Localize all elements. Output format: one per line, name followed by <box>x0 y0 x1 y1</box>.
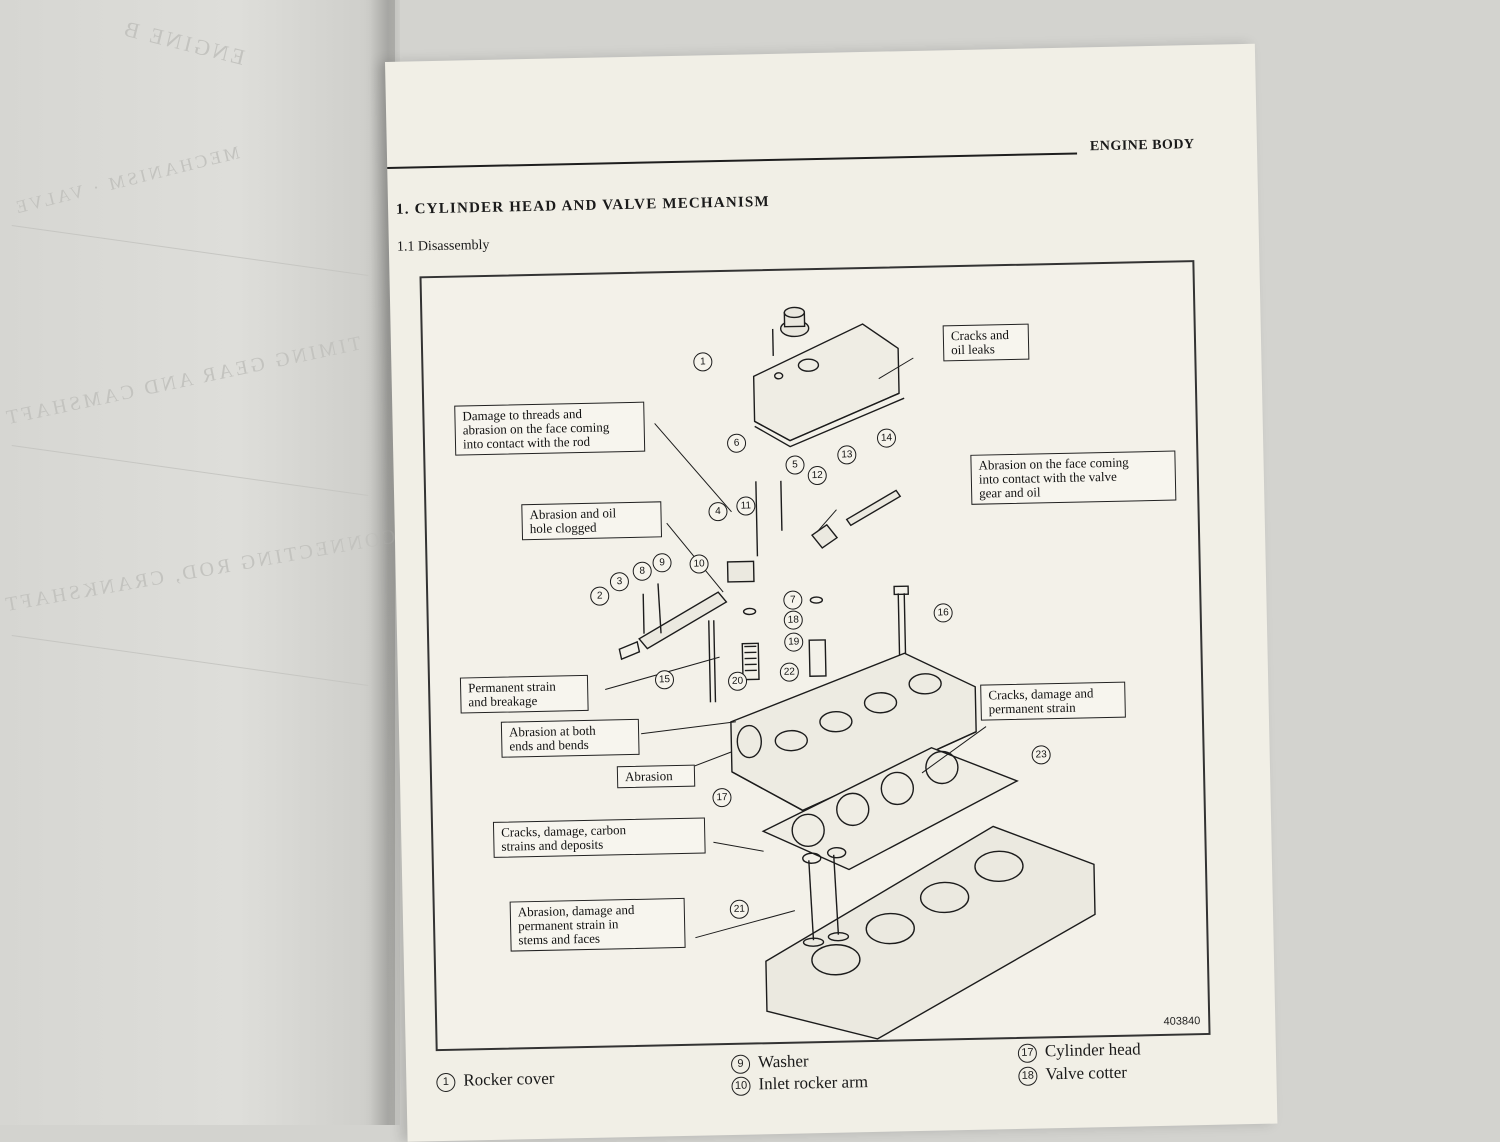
callout-abrasion-oil-hole: Abrasion and oil hole clogged <box>521 501 663 541</box>
left-page-bleed-through: ENGINE B <box>118 15 248 70</box>
cylinder-head-drawing <box>605 306 1096 1040</box>
left-page: ENGINE B MECHANISM · VALVE TIMING GEAR A… <box>0 0 398 1125</box>
callout-damage-threads: Damage to threads and abrasion on the fa… <box>454 401 646 456</box>
running-header: ENGINE BODY <box>1089 137 1195 155</box>
legend-label: Washer <box>757 1051 809 1072</box>
callout-abrasion-stems: Abrasion, damage and permanent strain in… <box>509 897 686 952</box>
callout-abrasion-valve-gear: Abrasion on the face coming into contact… <box>970 450 1177 505</box>
legend-item-washer: 9 Washer <box>730 1051 809 1074</box>
legend-number: 18 <box>1018 1066 1038 1086</box>
left-page-bleed-through: TIMING GEAR AND CAMSHAFT <box>1 332 363 430</box>
callout-permanent-strain-breakage: Permanent strain and breakage <box>459 674 589 714</box>
legend-number: 9 <box>730 1054 751 1074</box>
legend-label: Valve cotter <box>1045 1062 1128 1084</box>
right-page: ENGINE BODY 1. CYLINDER HEAD AND VALVE M… <box>385 43 1278 1142</box>
legend-label: Rocker cover <box>463 1068 555 1090</box>
legend-number: 10 <box>731 1076 751 1096</box>
legend-item-cylinder-head: 17 Cylinder head <box>1017 1039 1141 1063</box>
left-page-bleed-through: MECHANISM · VALVE <box>10 142 242 218</box>
legend-label: Cylinder head <box>1044 1039 1141 1061</box>
legend-item-rocker-cover: 1 Rocker cover <box>436 1068 555 1093</box>
legend-number: 17 <box>1017 1043 1038 1063</box>
exploded-diagram: Cracks and oil leaks Damage to threads a… <box>419 260 1211 1052</box>
figure-number: 403840 <box>1163 1015 1201 1028</box>
callout-abrasion: Abrasion <box>616 764 696 789</box>
left-page-rule <box>11 634 369 687</box>
section-title: 1. CYLINDER HEAD AND VALVE MECHANISM <box>395 193 770 218</box>
callout-cracks-oil-leaks: Cracks and oil leaks <box>942 323 1030 362</box>
left-page-bleed-through: CONNECTING ROD, CRANKSHAFT <box>1 525 398 617</box>
left-page-rule <box>11 224 369 277</box>
left-page-rule <box>11 444 369 497</box>
callout-cracks-damage-strain: Cracks, damage and permanent strain <box>980 681 1126 721</box>
callout-abrasion-ends-bends: Abrasion at both ends and bends <box>500 718 640 758</box>
legend-item-inlet-rocker-arm: 10 Inlet rocker arm <box>731 1072 868 1096</box>
header-rule <box>387 152 1078 169</box>
legend-label: Inlet rocker arm <box>758 1072 869 1094</box>
legend-item-valve-cotter: 18 Valve cotter <box>1018 1063 1127 1086</box>
callout-cracks-carbon: Cracks, damage, carbon strains and depos… <box>492 817 706 858</box>
subsection-title: 1.1 Disassembly <box>396 237 490 255</box>
legend-number: 1 <box>436 1072 456 1093</box>
